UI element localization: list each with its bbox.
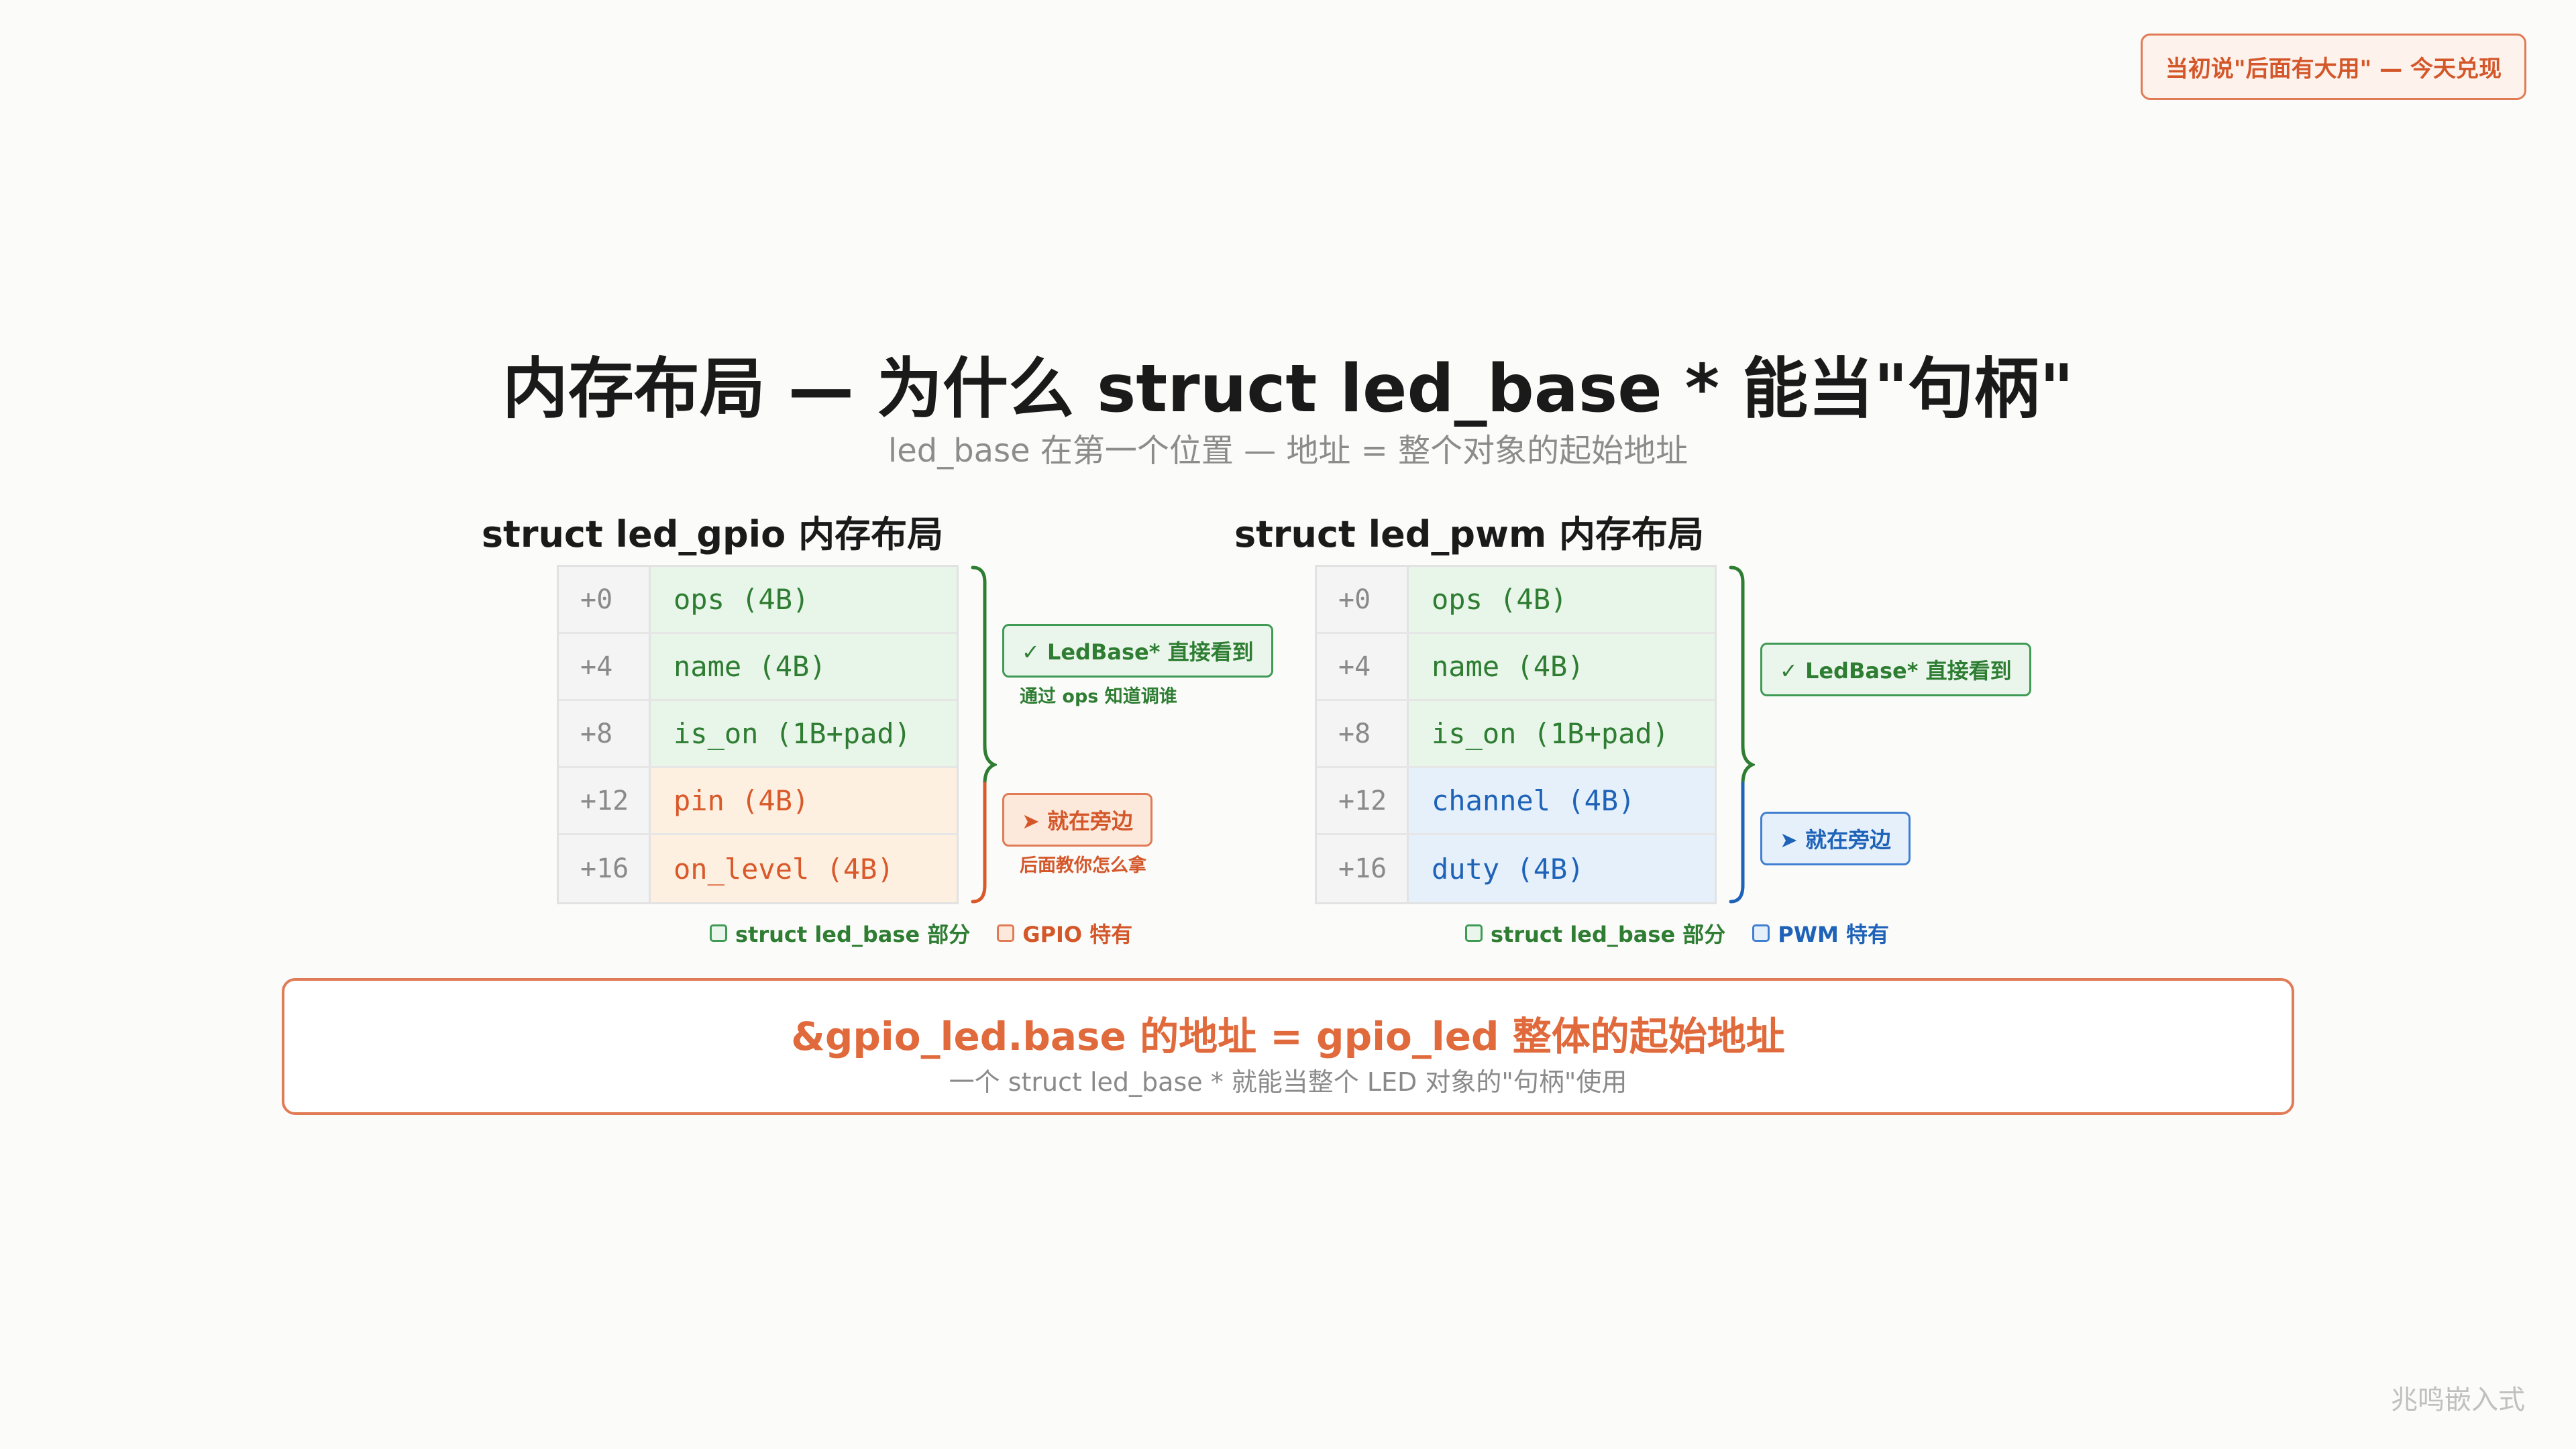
left-row-on-level: +16 on_level (4B) bbox=[559, 835, 957, 902]
watermark: 兆鸣嵌入式 bbox=[2391, 1385, 2525, 1415]
left-legend: struct led_base 部分 GPIO 特有 bbox=[710, 918, 1132, 949]
offset-cell: +12 bbox=[559, 768, 651, 833]
left-row-is-on: +8 is_on (1B+pad) bbox=[559, 701, 957, 768]
field-cell: name (4B) bbox=[651, 634, 957, 699]
page-subtitle: led_base 在第一个位置 — 地址 = 整个对象的起始地址 bbox=[888, 432, 1688, 470]
offset-cell: +0 bbox=[559, 567, 651, 632]
left-note-base: 通过 ops 知道调谁 bbox=[1020, 686, 1177, 707]
legend-green-swatch-icon bbox=[710, 924, 727, 942]
left-memory-table: +0 ops (4B) +4 name (4B) +8 is_on (1B+pa… bbox=[557, 565, 959, 904]
offset-cell: +4 bbox=[1317, 634, 1409, 699]
right-row-name: +4 name (4B) bbox=[1317, 634, 1715, 701]
field-cell: ops (4B) bbox=[1409, 567, 1715, 632]
offset-cell: +0 bbox=[1317, 567, 1409, 632]
offset-cell: +4 bbox=[559, 634, 651, 699]
legend-green-swatch-icon bbox=[1465, 924, 1483, 942]
left-section-title: struct led_gpio 内存布局 bbox=[481, 513, 944, 555]
legend-pwm: PWM 特有 bbox=[1752, 918, 1889, 949]
summary-box: &gpio_led.base 的地址 = gpio_led 整体的起始地址 一个… bbox=[282, 978, 2294, 1115]
offset-cell: +16 bbox=[1317, 835, 1409, 902]
left-row-pin: +12 pin (4B) bbox=[559, 768, 957, 835]
legend-base: struct led_base 部分 bbox=[710, 918, 970, 949]
offset-cell: +16 bbox=[559, 835, 651, 902]
field-cell: name (4B) bbox=[1409, 634, 1715, 699]
legend-blue-swatch-icon bbox=[1752, 924, 1770, 942]
left-brace-icon bbox=[971, 566, 997, 904]
legend-base-label: struct led_base 部分 bbox=[1491, 922, 1726, 947]
field-cell: channel (4B) bbox=[1409, 768, 1715, 833]
left-row-ops: +0 ops (4B) bbox=[559, 567, 957, 634]
summary-sub-text: 一个 struct led_base * 就能当整个 LED 对象的"句柄"使用 bbox=[949, 1067, 1627, 1097]
field-cell: on_level (4B) bbox=[651, 835, 957, 902]
left-row-name: +4 name (4B) bbox=[559, 634, 957, 701]
legend-pwm-label: PWM 特有 bbox=[1778, 922, 1890, 947]
left-note-specific: 后面教你怎么拿 bbox=[1020, 855, 1146, 876]
field-cell: ops (4B) bbox=[651, 567, 957, 632]
legend-gpio: GPIO 特有 bbox=[997, 918, 1132, 949]
right-row-is-on: +8 is_on (1B+pad) bbox=[1317, 701, 1715, 768]
legend-gpio-label: GPIO 特有 bbox=[1022, 922, 1133, 947]
right-row-duty: +16 duty (4B) bbox=[1317, 835, 1715, 902]
legend-base-label: struct led_base 部分 bbox=[735, 922, 971, 947]
right-memory-table: +0 ops (4B) +4 name (4B) +8 is_on (1B+pa… bbox=[1315, 565, 1717, 904]
left-tag-base: ✓ LedBase* 直接看到 bbox=[1002, 624, 1273, 678]
offset-cell: +12 bbox=[1317, 768, 1409, 833]
right-row-channel: +12 channel (4B) bbox=[1317, 768, 1715, 835]
page-title: 内存布局 — 为什么 struct led_base * 能当"句柄" bbox=[502, 351, 2074, 427]
legend-base: struct led_base 部分 bbox=[1465, 918, 1725, 949]
right-tag-base: ✓ LedBase* 直接看到 bbox=[1760, 643, 2031, 696]
field-cell: is_on (1B+pad) bbox=[1409, 701, 1715, 766]
top-badge: 当初说"后面有大用" — 今天兑现 bbox=[2140, 34, 2526, 100]
summary-main-text: &gpio_led.base 的地址 = gpio_led 整体的起始地址 bbox=[791, 1014, 1785, 1059]
right-tag-specific: ➤ 就在旁边 bbox=[1760, 812, 1911, 865]
offset-cell: +8 bbox=[1317, 701, 1409, 766]
right-brace-icon bbox=[1729, 566, 1755, 904]
right-row-ops: +0 ops (4B) bbox=[1317, 567, 1715, 634]
field-cell: pin (4B) bbox=[651, 768, 957, 833]
field-cell: is_on (1B+pad) bbox=[651, 701, 957, 766]
field-cell: duty (4B) bbox=[1409, 835, 1715, 902]
right-section-title: struct led_pwm 内存布局 bbox=[1234, 513, 1705, 555]
left-tag-specific: ➤ 就在旁边 bbox=[1002, 793, 1152, 847]
offset-cell: +8 bbox=[559, 701, 651, 766]
legend-orange-swatch-icon bbox=[997, 924, 1015, 942]
right-legend: struct led_base 部分 PWM 特有 bbox=[1465, 918, 1889, 949]
